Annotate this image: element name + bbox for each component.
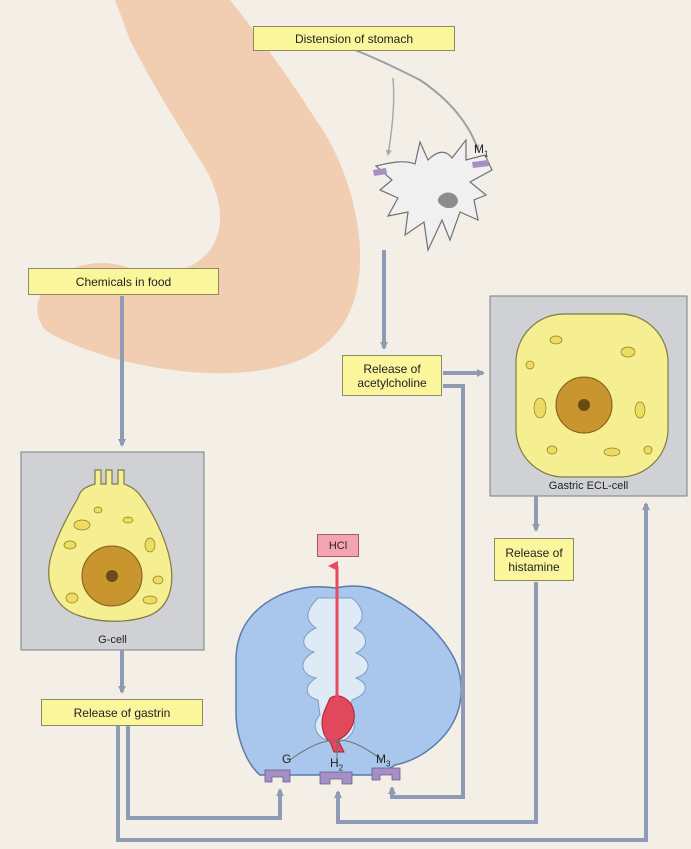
receptor-m1-letter: M (474, 142, 484, 156)
g-receptor (265, 770, 290, 782)
ecl-cell-nucleolus (578, 399, 590, 411)
receptor-label-g: G (282, 752, 291, 766)
receptor-h2-letter: H (330, 756, 339, 770)
caption-gastric-ecl-cell: Gastric ECL-cell (490, 480, 687, 492)
receptor-m3-letter: M (376, 752, 386, 766)
caption-g-cell: G-cell (21, 634, 204, 646)
receptor-m3-subscript: 3 (386, 759, 390, 768)
label-chemicals-in-food: Chemicals in food (28, 268, 219, 295)
receptor-label-m3: M3 (376, 752, 390, 768)
label-release-of-acetylcholine: Release of acetylcholine (342, 355, 442, 396)
nerve-fiber-main (355, 50, 478, 150)
m3-receptor (372, 768, 400, 780)
label-distension-of-stomach: Distension of stomach (253, 26, 455, 51)
g-cell-nucleolus (106, 570, 118, 582)
receptor-label-h2: H2 (330, 756, 343, 772)
stomach-silhouette (37, 0, 360, 373)
h2-receptor (320, 772, 352, 784)
receptor-label-m1: M1 (474, 142, 488, 158)
receptor-h2-subscript: 2 (339, 763, 343, 772)
label-release-of-histamine: Release of histamine (494, 538, 574, 581)
nerve-fiber-branch (388, 78, 394, 155)
neuron-receptor-left (373, 168, 387, 176)
label-release-of-gastrin: Release of gastrin (41, 699, 203, 726)
receptor-m1-subscript: 1 (484, 149, 488, 158)
hcl-label: HCl (317, 534, 359, 557)
